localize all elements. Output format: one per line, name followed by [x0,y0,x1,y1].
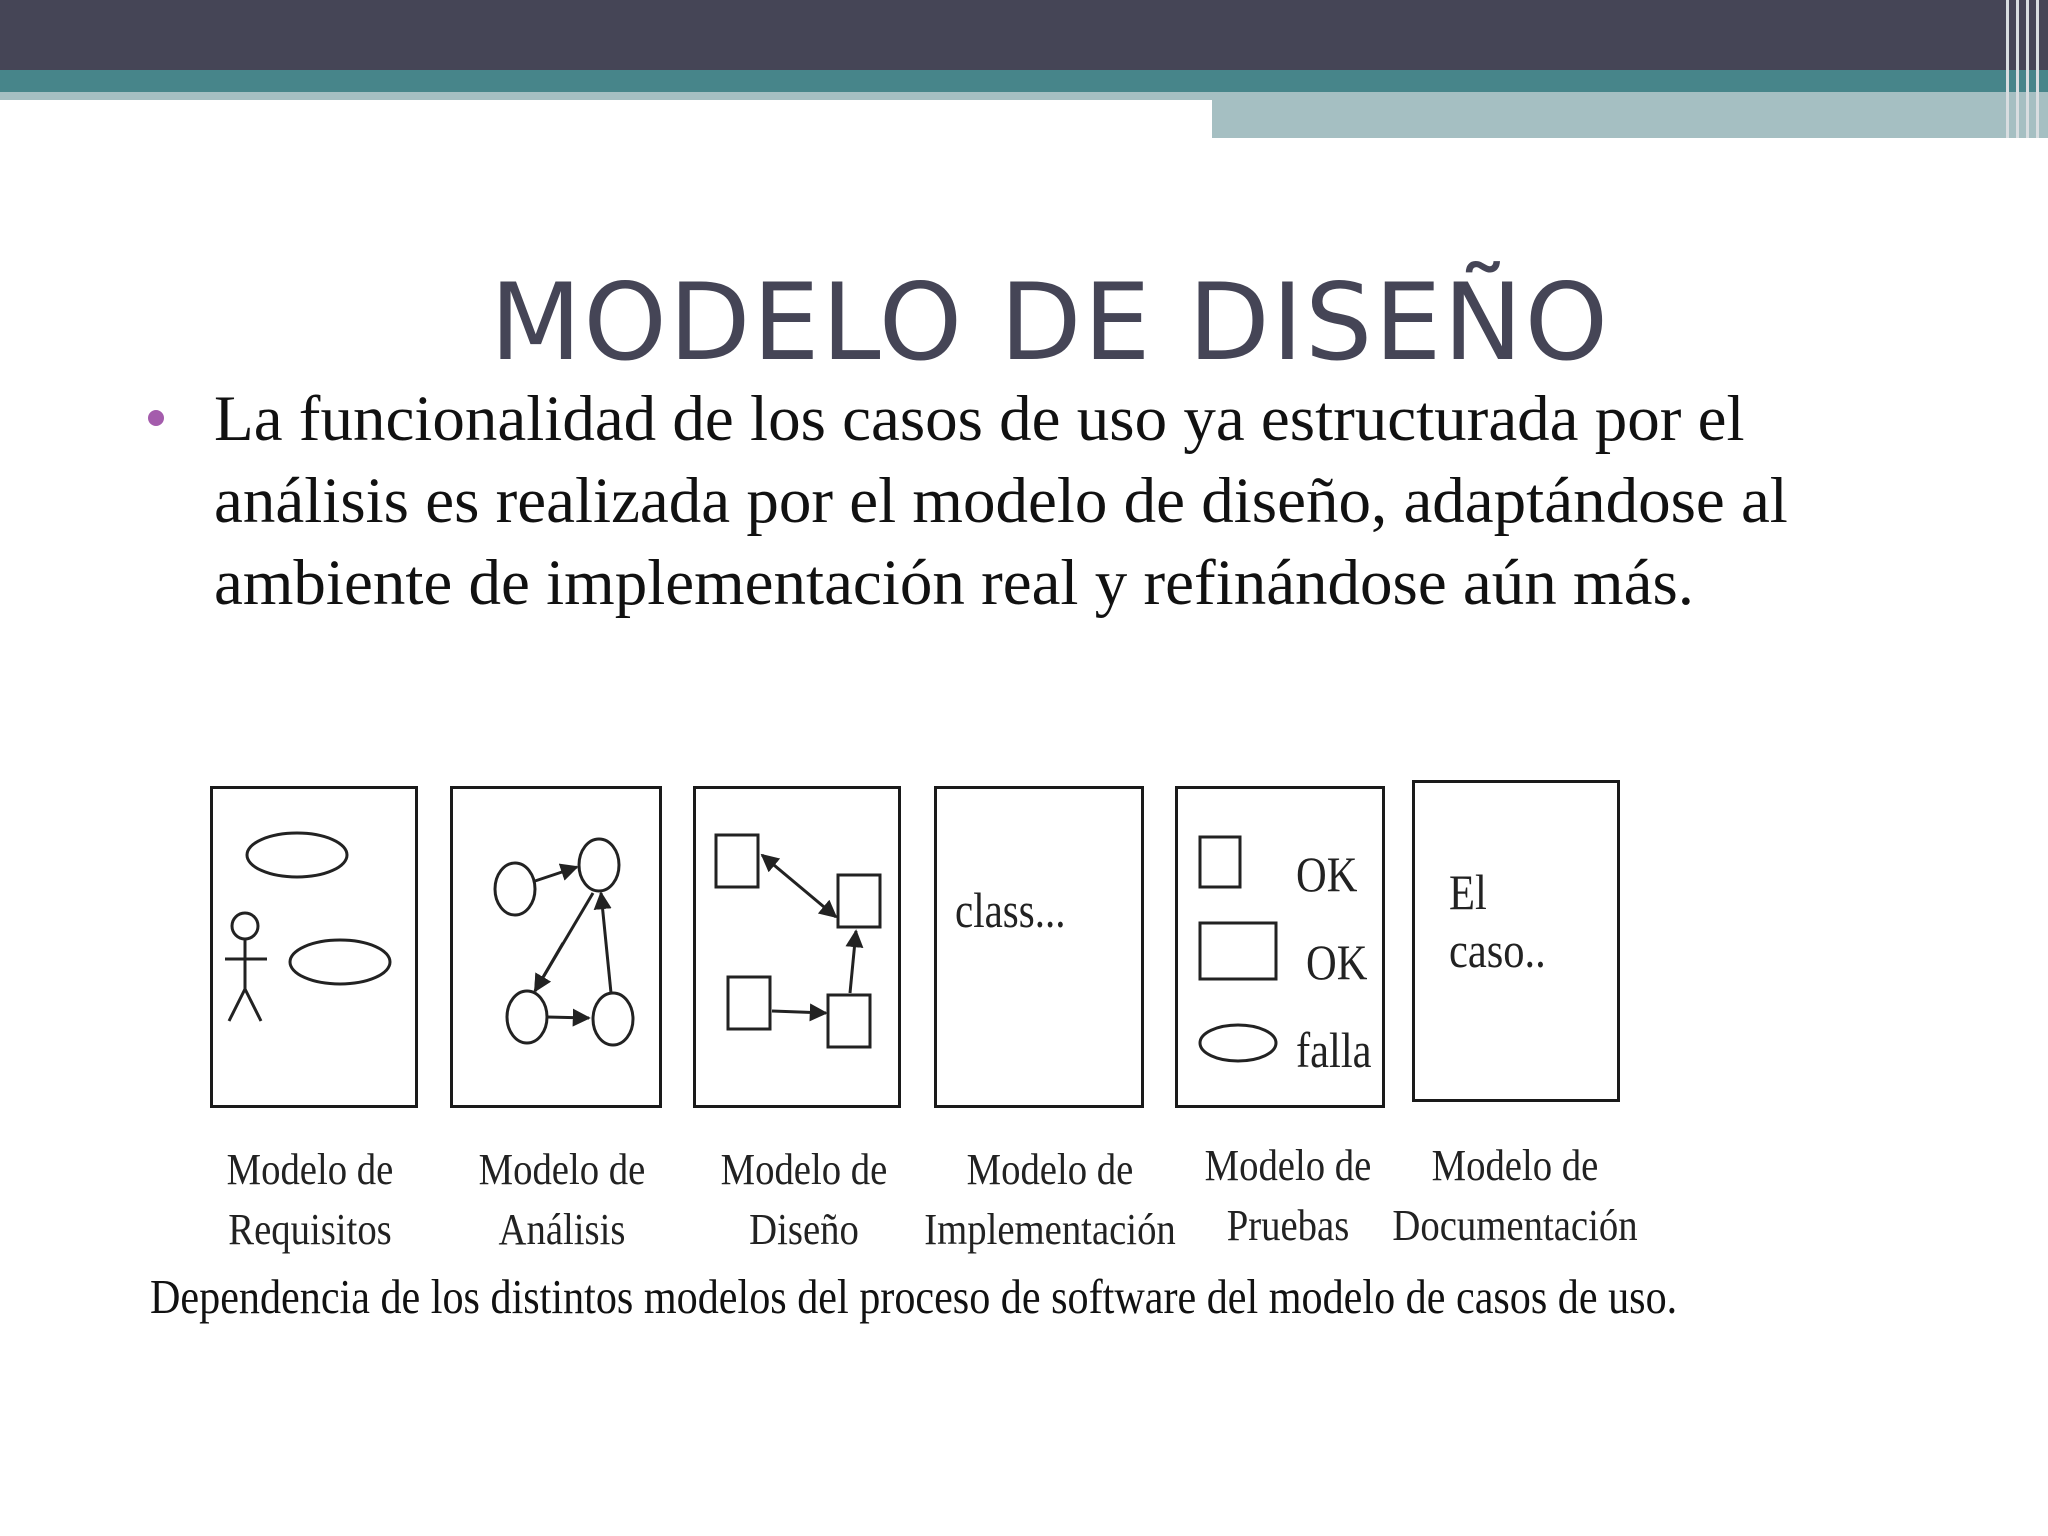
analysis-diagram-icon [493,837,635,1047]
figure-caption: Dependencia de los distintos modelos del… [150,1269,1678,1324]
caption-line-1: Modelo de [226,1145,394,1194]
header-band-light-right [1212,92,2048,138]
tests-diagram-icon [1198,835,1278,1063]
box-diseno [693,786,901,1108]
test-label-falla: falla [1296,1022,1372,1078]
implementation-box-text: class... [955,882,1066,938]
use-case-diagram-icon [225,831,392,1022]
slide-title: MODELO DE DISEÑO [489,261,1611,385]
caption-documentacion: Modelo de Documentación [1387,1136,1642,1256]
box-analisis [450,786,662,1108]
box-pruebas: OK OK falla [1175,786,1385,1108]
header-band-dark [0,0,2048,70]
box-documentacion: El caso.. [1412,780,1620,1102]
header-band-teal [0,70,2048,92]
header-band-light [0,92,1212,100]
caption-requisitos: Modelo de Requisitos [204,1140,415,1260]
caption-line-2: Diseño [749,1205,859,1254]
box-implementacion: class... [934,786,1144,1108]
box-requisitos [210,786,418,1108]
caption-line-1: Modelo de [478,1145,646,1194]
caption-line-2: Requisitos [228,1205,392,1254]
caption-line-1: Modelo de [720,1145,888,1194]
bullet-text: La funcionalidad de los casos de uso ya … [214,383,1788,619]
caption-analisis: Modelo de Análisis [456,1140,667,1260]
caption-line-2: Análisis [498,1205,626,1254]
caption-line-1: Modelo de [1431,1141,1599,1190]
bullet-dot [148,410,164,426]
test-label-ok-2: OK [1306,934,1368,990]
test-label-ok-1: OK [1296,846,1358,902]
caption-line-2: Implementación [924,1205,1176,1254]
caption-line-2: Documentación [1392,1201,1638,1250]
caption-pruebas: Modelo de Pruebas [1182,1136,1393,1256]
caption-implementacion: Modelo de Implementación [918,1140,1182,1260]
caption-line-2: Pruebas [1226,1201,1350,1250]
caption-diseno: Modelo de Diseño [698,1140,909,1260]
documentation-box-text: El caso.. [1449,864,1546,978]
caption-line-1: Modelo de [1204,1141,1372,1190]
design-diagram-icon [714,833,882,1049]
caption-line-1: Modelo de [966,1145,1134,1194]
header-edge-stripes [2000,0,2048,138]
